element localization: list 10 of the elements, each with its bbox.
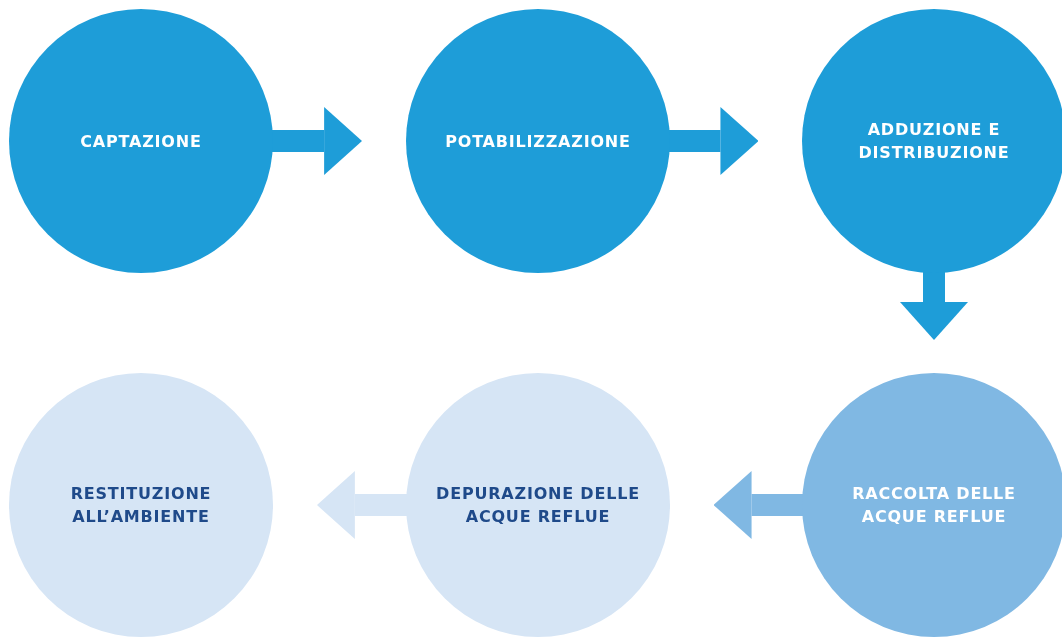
step-label: RACCOLTA DELLE ACQUE REFLUE xyxy=(851,483,1017,528)
step-label: ADDUZIONE E DISTRIBUZIONE xyxy=(857,119,1011,164)
step-label: POTABILIZZAZIONE xyxy=(445,130,631,153)
step-label: RESTITUZIONE ALL’AMBIENTE xyxy=(69,483,213,528)
block-arrow xyxy=(713,471,804,539)
block-arrow xyxy=(668,107,759,175)
block-arrow xyxy=(900,271,968,340)
block-arrow xyxy=(271,107,363,175)
step-label: CAPTAZIONE xyxy=(80,130,202,153)
step-label: DEPURAZIONE DELLE ACQUE REFLUE xyxy=(435,483,641,528)
